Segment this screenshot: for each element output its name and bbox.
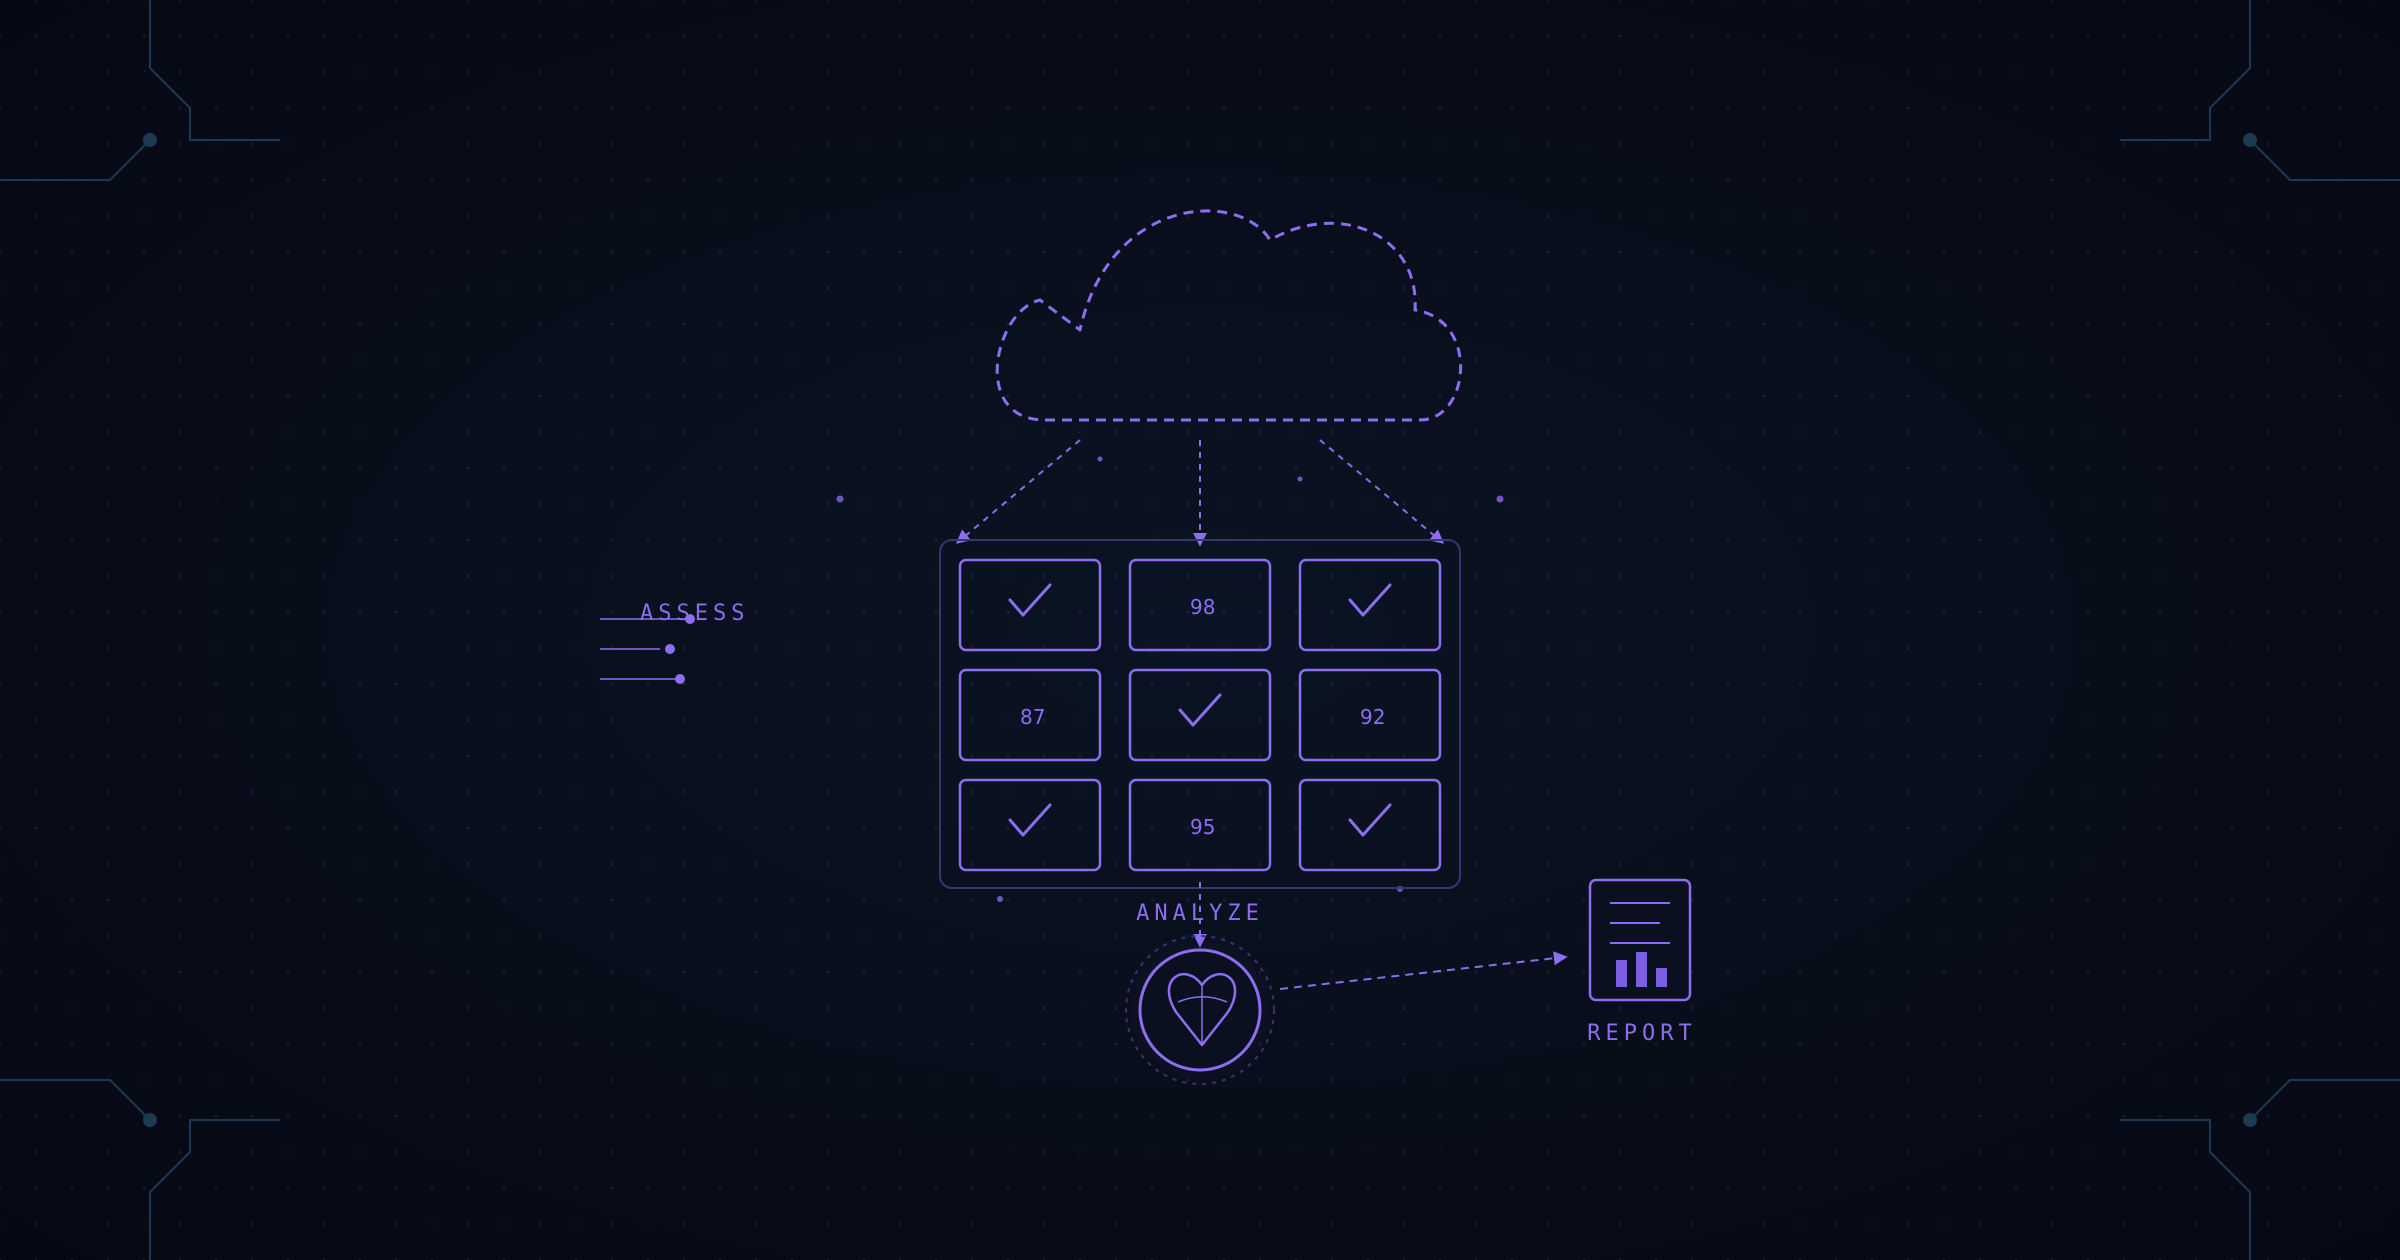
grid-cell: [958, 778, 1102, 872]
floating-particles: [836, 456, 1504, 902]
grid-cell-score: 92: [1360, 705, 1385, 729]
circuit-corner-top-right: [2120, 0, 2400, 181]
grid-cell: 98: [1128, 558, 1272, 652]
heart-shield-icon: [1167, 973, 1237, 1047]
grid-cell-score: 98: [1190, 595, 1215, 619]
checkmark-icon: [1008, 803, 1052, 837]
assessment-grid: 98 87 92 95: [958, 558, 1442, 872]
assess-label: ASSESS: [640, 601, 749, 626]
report-document-icon: [1588, 878, 1692, 1002]
checkmark-icon: [1178, 693, 1222, 727]
analyzer-node: [1122, 932, 1278, 1088]
assess-indicator: ASSESS: [600, 601, 749, 684]
circuit-corner-bottom-right: [2120, 1079, 2400, 1260]
grid-cell-score: 87: [1020, 705, 1045, 729]
grid-cell: [1128, 668, 1272, 762]
report-label: REPORT: [1587, 1021, 1696, 1046]
grid-cell-score: 95: [1190, 815, 1215, 839]
cloud-to-grid-connectors: [955, 439, 1445, 547]
analyze-label: ANALYZE: [1136, 901, 1264, 926]
grid-cell: [958, 558, 1102, 652]
grid-cell: 87: [958, 668, 1102, 762]
circuit-corner-top-left: [0, 0, 280, 181]
grid-cell: 95: [1128, 778, 1272, 872]
cloud-icon: [995, 209, 1463, 422]
grid-cell: [1298, 558, 1442, 652]
grid-cell: 92: [1298, 668, 1442, 762]
checkmark-icon: [1348, 803, 1392, 837]
checkmark-icon: [1008, 583, 1052, 617]
analyzer-to-report-connector: [1279, 951, 1568, 990]
checkmark-icon: [1348, 583, 1392, 617]
grid-cell: [1298, 778, 1442, 872]
circuit-corner-bottom-left: [0, 1079, 280, 1260]
